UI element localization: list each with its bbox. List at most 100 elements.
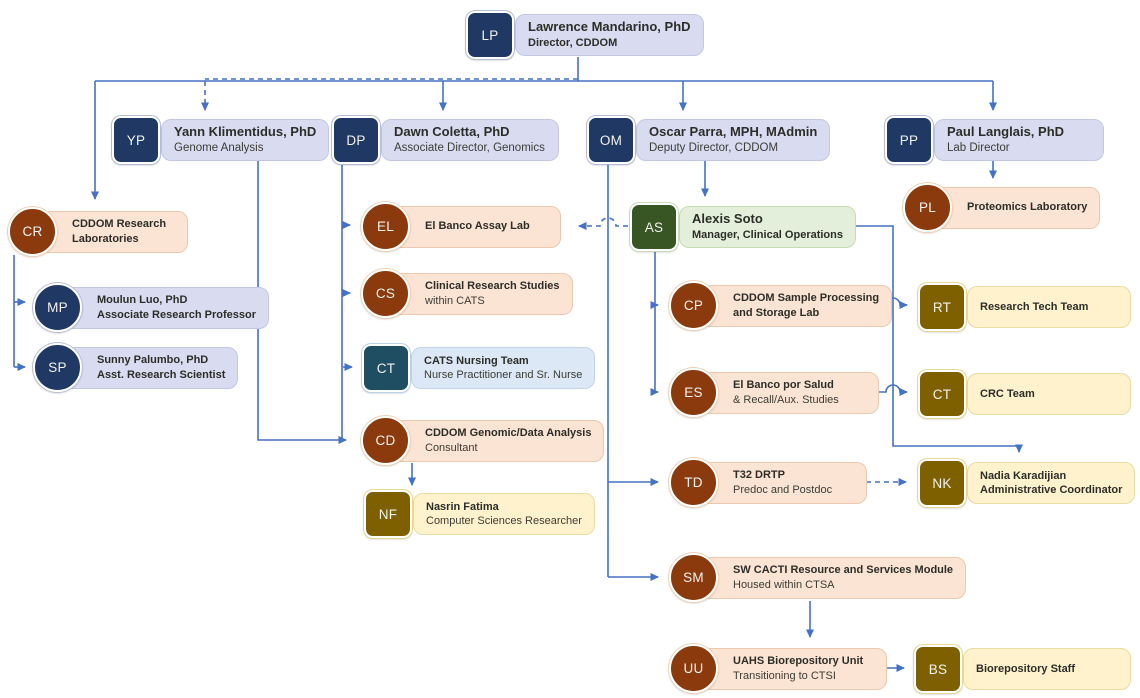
badge-nf: NF — [364, 490, 412, 538]
node-sunny-palumbo: SP Sunny Palumbo, PhD Asst. Research Sci… — [33, 343, 239, 392]
node-box: Lawrence Mandarino, PhD Director, CDDOM — [515, 14, 704, 56]
node-title: Research Tech Team — [980, 300, 1089, 313]
badge-es: ES — [669, 368, 718, 417]
node-nadia-karadijian: NK Nadia Karadijian Administrative Coord… — [918, 459, 1136, 507]
badge-bs: BS — [914, 645, 962, 693]
badge-pl: PL — [903, 183, 952, 232]
node-subtitle: Administrative Coordinator — [980, 484, 1123, 496]
node-dawn-coletta: DP Dawn Coletta, PhD Associate Director,… — [332, 116, 559, 164]
node-box: Paul Langlais, PhD Lab Director — [934, 119, 1104, 161]
node-cats-nursing-team: CT CATS Nursing Team Nurse Practitioner … — [362, 344, 596, 392]
node-subtitle: Consultant — [425, 441, 478, 454]
node-box: CATS Nursing Team Nurse Practitioner and… — [411, 347, 596, 389]
node-title: CRC Team — [980, 387, 1035, 400]
node-title: T32 DRTP — [733, 469, 785, 482]
node-subtitle: Director, CDDOM — [528, 37, 618, 50]
node-lawrence-mandarino: LP Lawrence Mandarino, PhD Director, CDD… — [466, 11, 704, 59]
node-title: Paul Langlais, PhD — [947, 124, 1065, 140]
node-title: SW CACTI Resource and Services Module — [733, 564, 954, 577]
node-subtitle: Deputy Director, CDDOM — [649, 141, 779, 154]
node-crc-team: CT CRC Team — [918, 370, 1131, 418]
node-subtitle: Predoc and Postdoc — [733, 483, 833, 496]
node-title-line2: Laboratories — [72, 232, 139, 245]
node-nasrin-fatima: NF Nasrin Fatima Computer Sciences Resea… — [364, 490, 595, 538]
node-title: Biorepository Staff — [976, 662, 1076, 675]
node-t32-drtp: TD T32 DRTP Predoc and Postdoc — [669, 458, 867, 507]
node-cddom-genomic-data-analysis: CD CDDOM Genomic/Data Analysis Consultan… — [361, 416, 605, 465]
badge-lp: LP — [466, 11, 514, 59]
node-sw-cacti-module: SM SW CACTI Resource and Services Module… — [669, 553, 967, 602]
node-cddom-research-laboratories: CR CDDOM Research Laboratories — [8, 207, 188, 256]
badge-pp: PP — [885, 116, 933, 164]
node-box: Nasrin Fatima Computer Sciences Research… — [413, 493, 595, 535]
node-box: Alexis Soto Manager, Clinical Operations — [679, 206, 856, 248]
node-uahs-biorepository-unit: UU UAHS Biorepository Unit Transitioning… — [669, 644, 887, 693]
node-subtitle: Associate Director, Genomics — [394, 141, 545, 154]
badge-yp: YP — [112, 116, 160, 164]
node-title: Sunny Palumbo, PhD — [97, 354, 209, 367]
node-title: CATS Nursing Team — [424, 354, 529, 367]
node-title: Moulun Luo, PhD — [97, 294, 188, 307]
node-box: SW CACTI Resource and Services Module Ho… — [674, 556, 967, 599]
node-title: CDDOM Genomic/Data Analysis — [425, 427, 592, 440]
node-cddom-sample-processing: CP CDDOM Sample Processing and Storage L… — [669, 281, 893, 330]
node-title: El Banco por Salud — [733, 379, 834, 392]
node-title: Nasrin Fatima — [426, 500, 499, 513]
node-moulun-luo: MP Moulun Luo, PhD Associate Research Pr… — [33, 283, 269, 332]
node-subtitle: Computer Sciences Researcher — [426, 515, 582, 527]
badge-dp: DP — [332, 116, 380, 164]
node-box: Biorepository Staff — [963, 648, 1131, 690]
node-title: Clinical Research Studies — [425, 280, 560, 293]
badge-el: EL — [361, 202, 410, 251]
node-box: CRC Team — [967, 373, 1131, 415]
node-subtitle: Manager, Clinical Operations — [692, 229, 843, 242]
node-clinical-research-studies: CS Clinical Research Studies within CATS — [361, 269, 573, 318]
badge-td: TD — [669, 458, 718, 507]
node-title: Lawrence Mandarino, PhD — [528, 19, 691, 35]
badge-rt: RT — [918, 283, 966, 331]
node-title: Proteomics Laboratory — [967, 201, 1088, 214]
node-title: CDDOM Research — [72, 218, 167, 231]
node-yann-klimentidus: YP Yann Klimentidus, PhD Genome Analysis — [112, 116, 330, 164]
badge-sp: SP — [33, 343, 82, 392]
node-title: Oscar Parra, MPH, MAdmin — [649, 124, 818, 140]
badge-cs: CS — [361, 269, 410, 318]
badge-cp: CP — [669, 281, 718, 330]
node-paul-langlais: PP Paul Langlais, PhD Lab Director — [885, 116, 1104, 164]
badge-ct-crc: CT — [918, 370, 966, 418]
node-title: Alexis Soto — [692, 211, 763, 227]
node-alexis-soto: AS Alexis Soto Manager, Clinical Operati… — [630, 203, 856, 251]
node-subtitle: Nurse Practitioner and Sr. Nurse — [424, 369, 583, 381]
node-subtitle: Associate Research Professor — [97, 308, 256, 321]
node-subtitle: Genome Analysis — [174, 141, 264, 154]
node-subtitle: Transitioning to CTSI — [733, 669, 836, 682]
node-title: CDDOM Sample Processing — [733, 292, 880, 305]
node-subtitle: Housed within CTSA — [733, 578, 835, 591]
node-box: Nadia Karadijian Administrative Coordina… — [967, 462, 1136, 504]
node-title: UAHS Biorepository Unit — [733, 655, 864, 668]
node-subtitle: Asst. Research Scientist — [97, 368, 226, 381]
badge-cd: CD — [361, 416, 410, 465]
node-title: Yann Klimentidus, PhD — [174, 124, 317, 140]
badge-om: OM — [587, 116, 635, 164]
badge-uu: UU — [669, 644, 718, 693]
node-el-banco-por-salud: ES El Banco por Salud & Recall/Aux. Stud… — [669, 368, 879, 417]
badge-ct-nursing: CT — [362, 344, 410, 392]
node-box: Yann Klimentidus, PhD Genome Analysis — [161, 119, 330, 161]
node-el-banco-assay-lab: EL El Banco Assay Lab — [361, 202, 561, 251]
badge-sm: SM — [669, 553, 718, 602]
node-oscar-parra: OM Oscar Parra, MPH, MAdmin Deputy Direc… — [587, 116, 831, 164]
node-title-line2: and Storage Lab — [733, 306, 820, 319]
node-proteomics-laboratory: PL Proteomics Laboratory — [903, 183, 1101, 232]
badge-mp: MP — [33, 283, 82, 332]
node-subtitle: within CATS — [425, 294, 485, 307]
badge-as: AS — [630, 203, 678, 251]
node-subtitle: & Recall/Aux. Studies — [733, 393, 839, 406]
node-subtitle: Lab Director — [947, 141, 1010, 154]
badge-nk: NK — [918, 459, 966, 507]
node-title: Nadia Karadijian — [980, 469, 1067, 482]
node-research-tech-team: RT Research Tech Team — [918, 283, 1131, 331]
badge-cr: CR — [8, 207, 57, 256]
